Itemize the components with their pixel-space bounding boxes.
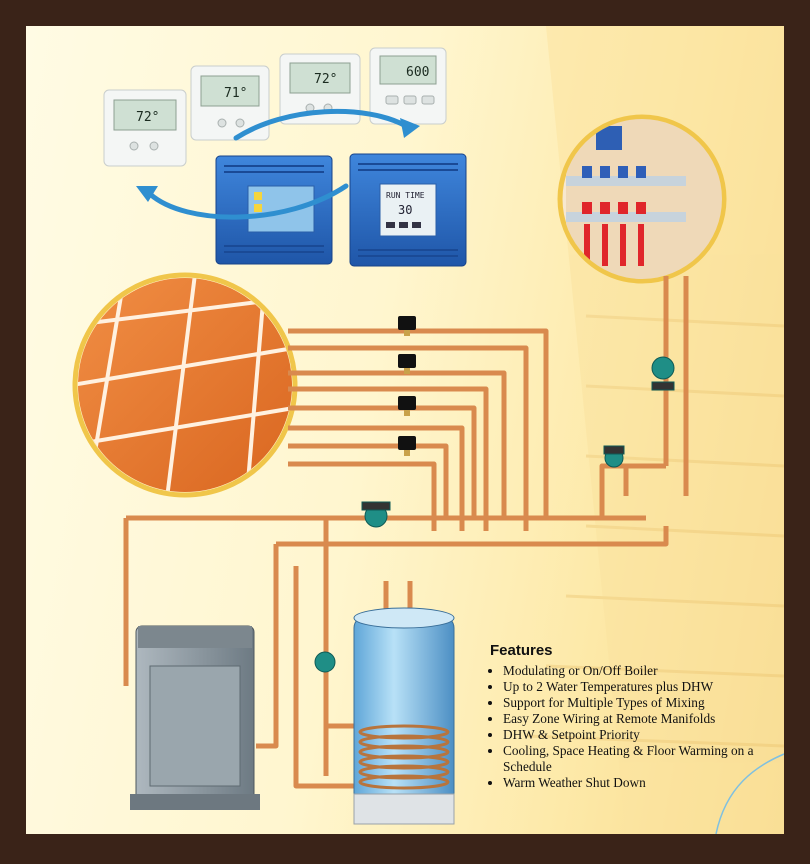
zone-controller: RUN TIME 30 [349, 153, 467, 267]
feature-item: DHW & Setpoint Priority [503, 727, 780, 743]
thermostat-2-reading: 71° [224, 86, 247, 101]
zone-valve-4 [398, 436, 416, 456]
thermostat-2: 71° [190, 65, 270, 141]
control-display-label: RUN TIME [386, 191, 425, 200]
floor-tile-inset [72, 272, 298, 498]
heating-system-diagram: 72° 71° 72° 600 [72, 26, 784, 834]
thermostat-3: 72° [279, 53, 361, 125]
thermostat-4: 600 [369, 47, 447, 125]
thermostat-4-reading: 600 [406, 65, 429, 80]
arrow-head-right [400, 118, 420, 138]
thermostat-1-reading: 72° [136, 110, 159, 125]
decorative-arc [715, 753, 784, 834]
manifold-inset [557, 114, 727, 284]
zone-valve-2 [398, 354, 416, 374]
wiring-module [215, 155, 333, 265]
thermostat-1: 72° [103, 89, 187, 167]
zone-valve-3 [398, 396, 416, 416]
pump-main [361, 501, 391, 528]
feature-item: Modulating or On/Off Boiler [503, 663, 780, 679]
signal-arrows [147, 108, 409, 220]
arrow-head-left [136, 186, 158, 202]
dhw-tank [353, 607, 455, 825]
pump-manifold [651, 356, 675, 391]
pump-mixing [603, 445, 625, 468]
feature-item: Cooling, Space Heating & Floor Warming o… [503, 743, 780, 775]
features-list: Modulating or On/Off Boiler Up to 2 Wate… [490, 663, 780, 791]
boiler [130, 625, 260, 810]
control-display-value: 30 [398, 203, 412, 217]
diagram-panel: 72° 71° 72° 600 [26, 26, 784, 834]
features-box: Features Modulating or On/Off Boiler Up … [490, 642, 780, 791]
feature-item: Up to 2 Water Temperatures plus DHW [503, 679, 780, 695]
feature-item: Support for Multiple Types of Mixing [503, 695, 780, 711]
circulator-pumps [314, 356, 675, 673]
zone-valves [398, 316, 416, 456]
feature-item: Warm Weather Shut Down [503, 775, 780, 791]
thermostat-3-reading: 72° [314, 72, 337, 87]
features-title: Features [490, 642, 553, 659]
thermostats: 72° 71° 72° 600 [103, 47, 447, 167]
pump-dhw [314, 651, 336, 673]
zone-valve-1 [398, 316, 416, 336]
feature-item: Easy Zone Wiring at Remote Manifolds [503, 711, 780, 727]
